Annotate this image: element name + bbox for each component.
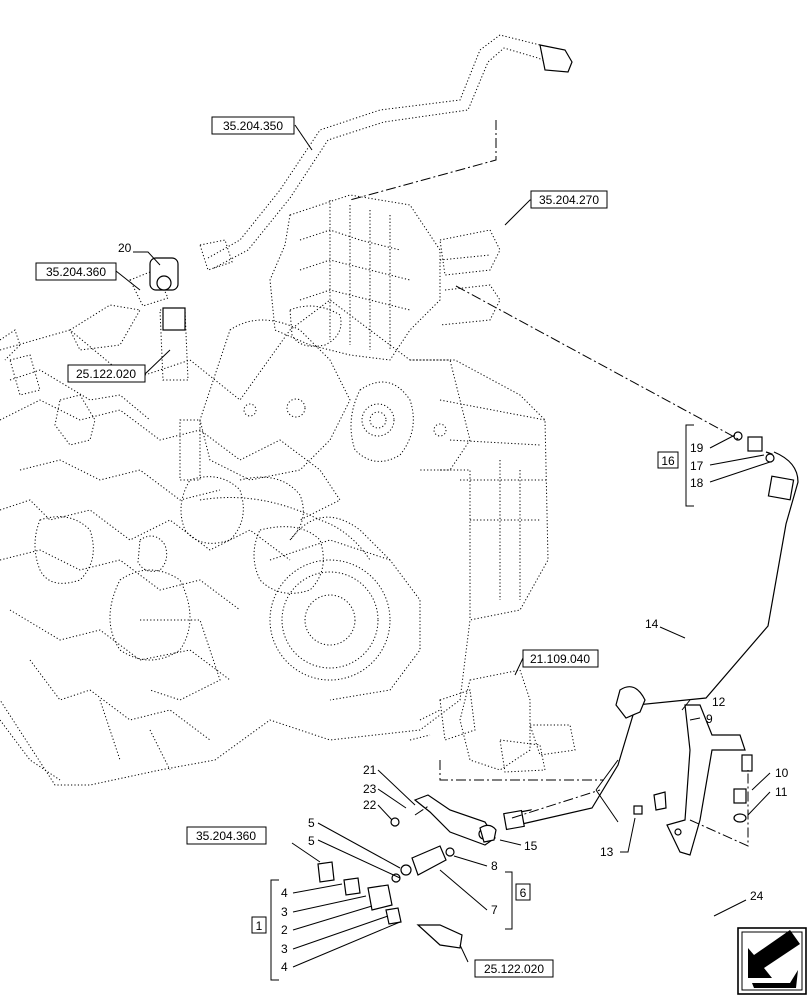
callout-5-upper: 5 [308, 816, 315, 830]
pipe-14 [503, 431, 799, 831]
callout-15: 15 [524, 839, 538, 853]
reference-box-35-204-350[interactable]: 35.204.350 [211, 116, 295, 135]
callout-14: 14 [645, 617, 659, 631]
callout-21: 21 [363, 763, 377, 777]
callout-4-upper: 4 [281, 886, 288, 900]
plate-21 [413, 794, 497, 846]
upper-pipe-assembly [69, 34, 573, 381]
callout-8: 8 [491, 859, 498, 873]
callout-2: 2 [281, 923, 288, 937]
callout-5-lower: 5 [308, 834, 315, 848]
group-callout-6[interactable]: 6 [515, 883, 531, 901]
callout-17: 17 [690, 459, 704, 473]
callout-11: 11 [775, 785, 788, 799]
callout-12: 12 [712, 695, 726, 709]
reference-box-21-109-040[interactable]: 21.109.040 [522, 649, 599, 668]
valve-21-109-040 [409, 669, 576, 773]
svg-text:6: 6 [520, 886, 527, 900]
transmission-housing-illustration [0, 299, 549, 786]
reference-box-25-122-020-bottom[interactable]: 25.122.020 [474, 959, 554, 978]
callout-22: 22 [363, 798, 377, 812]
svg-text:25.122.020: 25.122.020 [76, 367, 136, 381]
callout-7: 7 [491, 903, 498, 917]
callout-20: 20 [118, 241, 132, 255]
callout-23: 23 [363, 782, 377, 796]
callout-10: 10 [775, 766, 789, 780]
callout-24: 24 [750, 889, 764, 903]
svg-text:21.109.040: 21.109.040 [530, 652, 590, 666]
callout-9: 9 [706, 712, 713, 726]
connector-lines [349, 120, 749, 847]
reference-box-35-204-360-bottom[interactable]: 35.204.360 [186, 826, 267, 845]
reference-box-35-204-360-top[interactable]: 35.204.360 [35, 262, 117, 281]
svg-text:1: 1 [256, 919, 263, 933]
svg-text:16: 16 [661, 454, 675, 468]
bracket-9 [666, 704, 753, 856]
bottom-fittings [317, 788, 747, 949]
callout-3-upper: 3 [281, 905, 288, 919]
callout-18: 18 [690, 476, 704, 490]
svg-text:35.204.360: 35.204.360 [196, 829, 256, 843]
group-callout-1[interactable]: 1 [251, 916, 267, 934]
svg-text:35.204.270: 35.204.270 [539, 193, 599, 207]
control-valve-block-illustration [269, 194, 501, 361]
callout-4-lower: 4 [281, 960, 288, 974]
callout-13: 13 [600, 845, 614, 859]
reference-box-25-122-020-top[interactable]: 25.122.020 [67, 364, 146, 383]
reference-box-35-204-270[interactable]: 35.204.270 [530, 190, 608, 209]
svg-text:25.122.020: 25.122.020 [484, 962, 544, 976]
callout-labels: 20 19 17 18 14 12 9 10 11 21 23 22 5 5 1… [118, 241, 789, 974]
svg-text:35.204.360: 35.204.360 [46, 265, 106, 279]
callout-19: 19 [690, 441, 704, 455]
next-view-arrow-icon[interactable] [737, 927, 807, 995]
leader-lines [115, 124, 771, 981]
group-callout-16[interactable]: 16 [657, 451, 679, 469]
svg-text:35.204.350: 35.204.350 [223, 119, 283, 133]
callout-3-lower: 3 [281, 942, 288, 956]
